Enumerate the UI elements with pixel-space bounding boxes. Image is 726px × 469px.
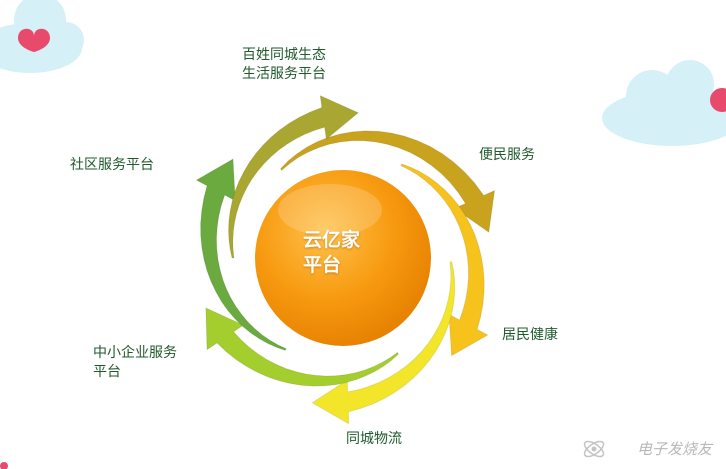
label-city-logistics: 同城物流: [346, 430, 402, 449]
label-community-service: 社区服务平台: [70, 156, 154, 175]
label-convenience-service: 便民服务: [479, 146, 535, 165]
electron-logo-icon: [583, 440, 605, 458]
watermark-text: 电子发烧友: [636, 440, 712, 458]
label-baixing-line2: 生活服务平台: [242, 66, 326, 82]
center-title-line1: 云亿家: [303, 229, 361, 251]
center-sphere: [255, 170, 431, 346]
center-title: 云亿家 平台: [303, 228, 360, 278]
arrow-convenience: [400, 163, 489, 357]
swirl-arrows: [195, 94, 496, 425]
arrow-health: [311, 261, 456, 425]
arrow-community: [227, 94, 360, 259]
label-baixing-line1: 百姓同城生态: [242, 47, 326, 63]
center-title-line2: 平台: [303, 254, 342, 276]
cloud-top-left-icon: [0, 0, 84, 73]
label-convenience-line1: 便民服务: [479, 147, 535, 163]
label-resident-health: 居民健康: [502, 326, 558, 345]
label-sme-service: 中小企业服务 平台: [93, 344, 177, 382]
label-baixing-ecosystem: 百姓同城生态 生活服务平台: [242, 46, 326, 84]
arrow-baixing: [279, 130, 496, 234]
label-community-line1: 社区服务平台: [70, 157, 154, 173]
label-logistics-line1: 同城物流: [346, 431, 402, 447]
arrow-logistics: [205, 307, 400, 387]
label-sme-line1: 中小企业服务: [93, 345, 177, 361]
label-sme-line2: 平台: [93, 364, 121, 380]
cloud-right-icon: [602, 60, 726, 146]
center-sphere-highlight: [278, 184, 382, 236]
heart-bottom-left-icon: [0, 462, 8, 469]
label-health-line1: 居民健康: [502, 327, 558, 343]
arrow-sme: [195, 158, 288, 352]
